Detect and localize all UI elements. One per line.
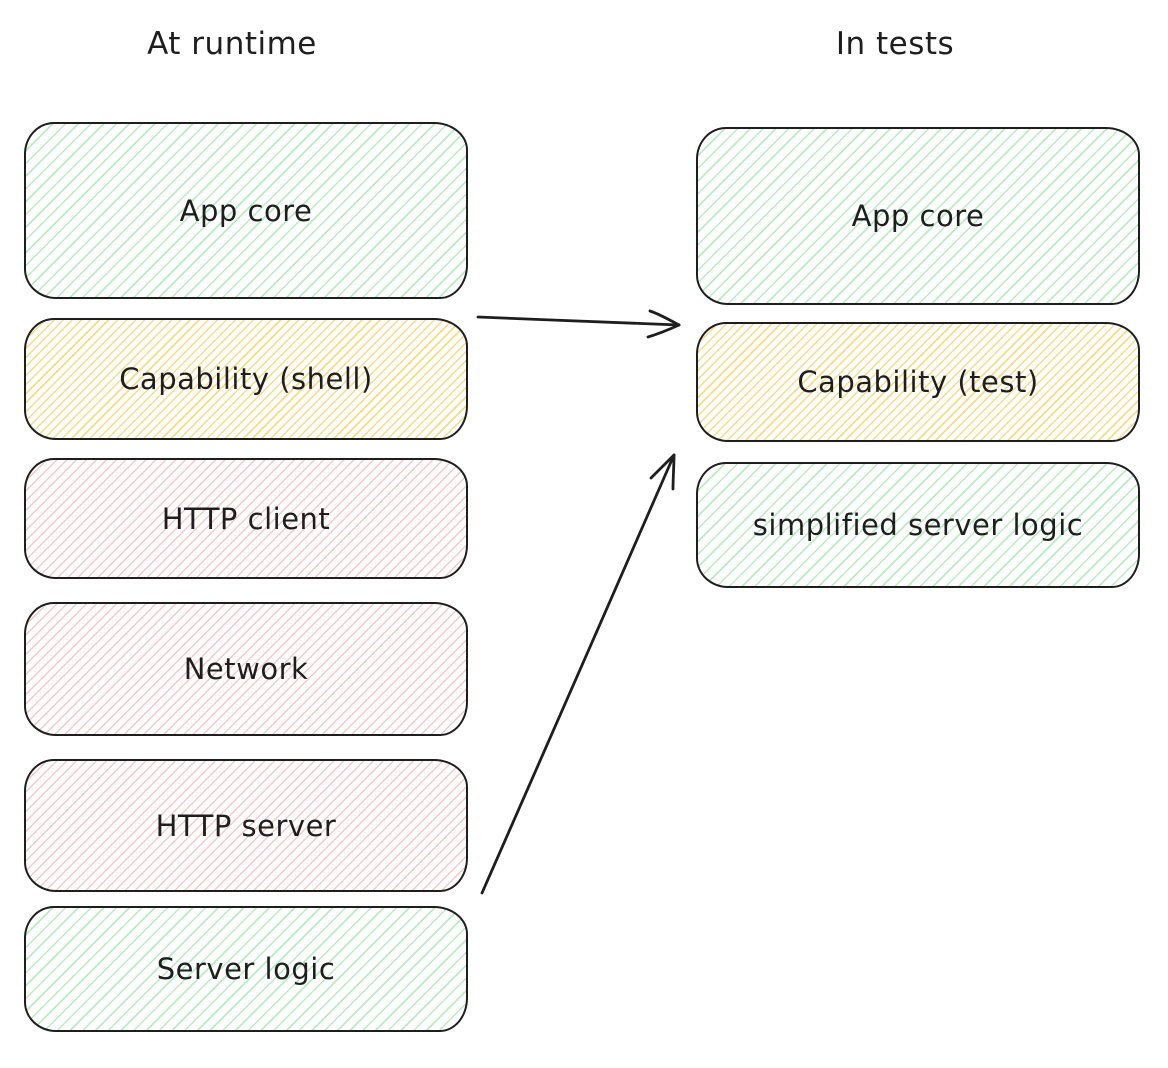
node-label: Server logic bbox=[156, 952, 336, 986]
node-label: App core bbox=[179, 193, 313, 228]
node-label: Network bbox=[183, 652, 309, 686]
node-label: Capability (test) bbox=[797, 365, 1039, 399]
node-capability-shell: Capability (shell) bbox=[24, 318, 468, 440]
node-label: Capability (shell) bbox=[119, 362, 373, 396]
column-title-in-tests: In tests bbox=[835, 26, 955, 62]
node-http-server: HTTP server bbox=[24, 759, 468, 892]
node-label: HTTP server bbox=[155, 808, 337, 843]
node-label: HTTP client bbox=[161, 501, 331, 536]
node-http-client: HTTP client bbox=[24, 458, 468, 579]
arrow-capability-shell-to-capability-test bbox=[476, 309, 681, 339]
node-network: Network bbox=[24, 602, 468, 736]
node-label: App core bbox=[851, 199, 985, 233]
node-simplified-server-logic: simplified server logic bbox=[696, 462, 1140, 588]
node-app-core-runtime: App core bbox=[24, 122, 468, 299]
node-server-logic: Server logic bbox=[24, 906, 468, 1032]
column-title-at-runtime: At runtime bbox=[147, 26, 317, 62]
node-app-core-tests: App core bbox=[696, 127, 1140, 305]
node-label: simplified server logic bbox=[752, 508, 1084, 542]
node-capability-test: Capability (test) bbox=[696, 322, 1140, 442]
arrow-server-logic-to-simplified-server-logic bbox=[480, 453, 676, 895]
